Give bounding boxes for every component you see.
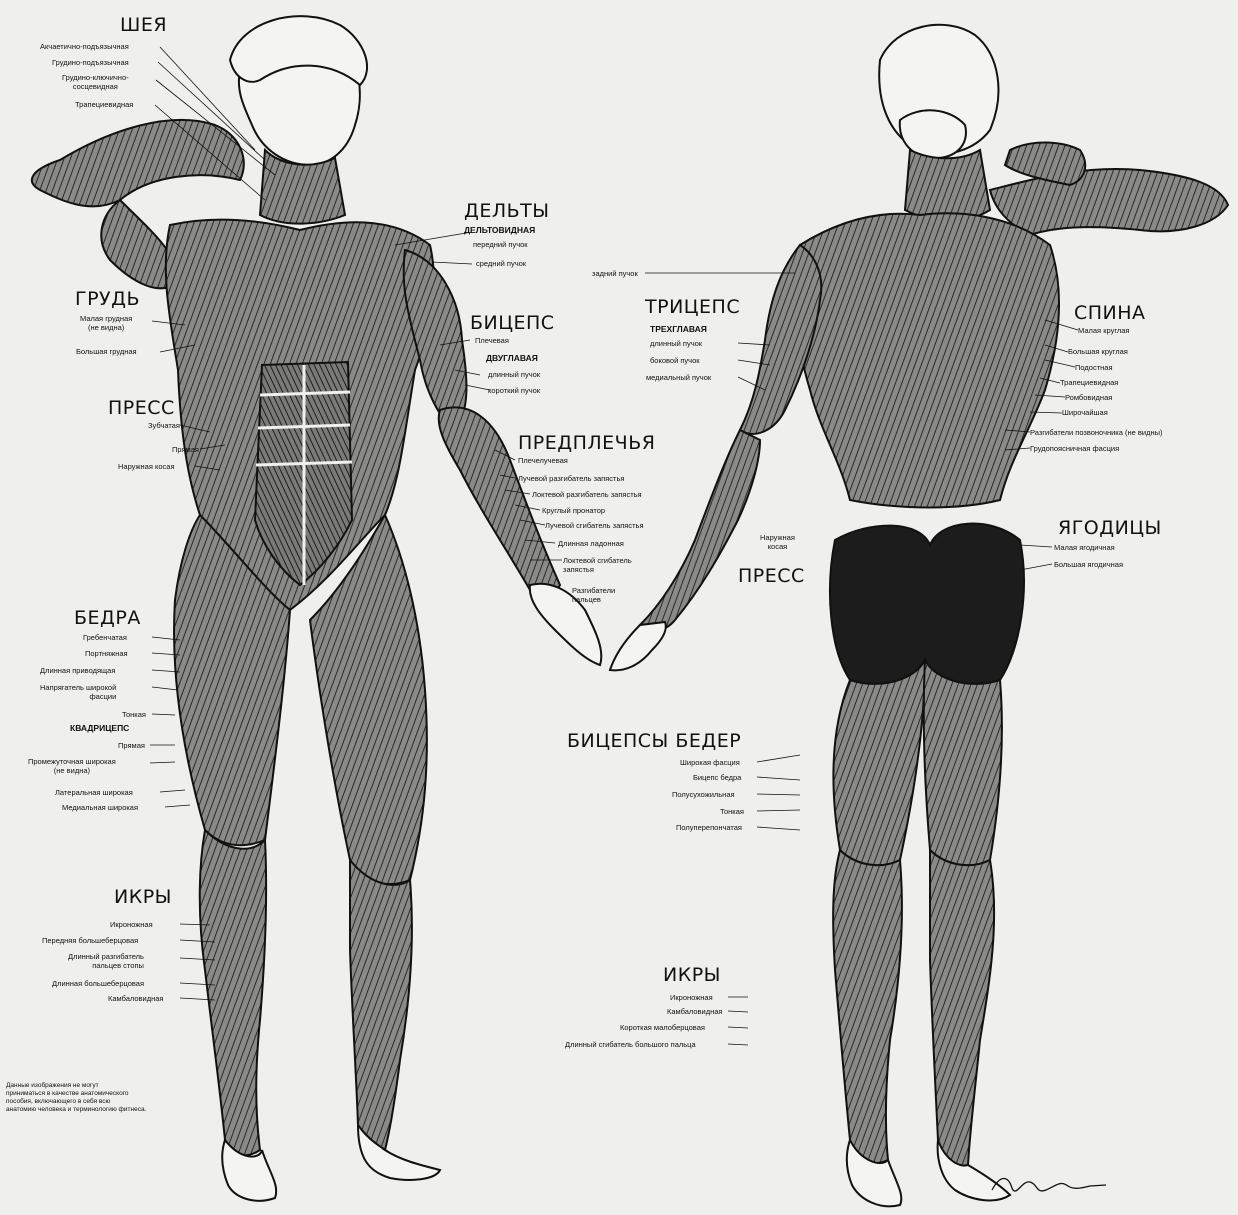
- back-raised-arm: [990, 169, 1228, 235]
- subheading-deltoid: ДЕЛЬТОВИДНАЯ: [464, 225, 535, 235]
- heading-forearms: ПРЕДПЛЕЧЬЯ: [518, 432, 655, 454]
- label-triceps-medial: медиальный пучок: [646, 373, 711, 382]
- back-raised-forearm: [1005, 143, 1085, 186]
- label-neck-1: Акчаетично-подъязычная: [40, 42, 129, 51]
- label-back-2: Большая круглая: [1068, 347, 1128, 356]
- label-abs-3: Наружная косая: [118, 462, 175, 471]
- label-back-4: Трапециевидная: [1060, 378, 1118, 387]
- label-calf-front-1: Икроножная: [110, 920, 153, 929]
- label-back-6: Широчайшая: [1062, 408, 1108, 417]
- heading-calves-front: ИКРЫ: [114, 886, 172, 908]
- heading-chest: ГРУДЬ: [75, 288, 140, 310]
- label-thigh-3: Длинная приводящая: [40, 666, 115, 675]
- subheading-quadriceps: КВАДРИЦЕПС: [70, 723, 129, 733]
- label-chest-2: Большая грудная: [76, 347, 137, 356]
- label-quad-2: Промежуточная широкая (не видна): [28, 757, 116, 775]
- label-glutes-1: Малая ягодичная: [1054, 543, 1115, 552]
- label-thigh-1: Гребенчатая: [83, 633, 127, 642]
- label-quad-3: Латеральная широкая: [55, 788, 133, 797]
- back-hand: [610, 622, 666, 670]
- label-calf-front-4: Длинная большеберцовая: [52, 979, 144, 988]
- disclaimer-note: Данные изображения не могут приниматься …: [6, 1082, 156, 1114]
- label-delt-front: передний пучок: [473, 240, 528, 249]
- label-back-3: Подостная: [1075, 363, 1113, 372]
- heading-back: СПИНА: [1074, 302, 1146, 324]
- label-ham-3: Полусухожильная: [672, 790, 735, 799]
- label-calf-front-2: Передняя большеберцовая: [42, 936, 138, 945]
- label-biceps-short: короткий пучок: [488, 386, 540, 395]
- heading-deltoids: ДЕЛЬТЫ: [464, 200, 550, 222]
- label-biceps-1: Плечевая: [475, 336, 509, 345]
- label-back-1: Малая круглая: [1078, 326, 1130, 335]
- subheading-triceps: ТРЕХГЛАВАЯ: [650, 324, 707, 334]
- label-fore-3: Локтевой разгибатель запястья: [532, 490, 642, 499]
- label-neck-4: Трапециевидная: [75, 100, 133, 109]
- label-fore-6: Длинная ладонная: [558, 539, 624, 548]
- label-delt-middle: средний пучок: [476, 259, 526, 268]
- label-back-7: Разгибатели позвоночника (не видны): [1030, 428, 1162, 437]
- artist-signature: [990, 1170, 1110, 1200]
- heading-glutes: ЯГОДИЦЫ: [1058, 517, 1162, 539]
- front-right-shin: [200, 830, 266, 1155]
- heading-thighs: БЕДРА: [74, 607, 141, 629]
- label-quad-4: Медиальная широкая: [62, 803, 138, 812]
- heading-triceps: ТРИЦЕПС: [645, 296, 740, 318]
- back-right-calf: [930, 850, 994, 1165]
- heading-abs-back: ПРЕСС: [738, 565, 805, 587]
- label-thigh-2: Портняжная: [85, 649, 128, 658]
- back-left-thigh: [833, 660, 925, 865]
- back-torso: [795, 213, 1059, 507]
- label-ham-5: Полуперепончатая: [676, 823, 742, 832]
- back-right-thigh: [924, 660, 1002, 865]
- label-abs-2: Прямая: [172, 445, 199, 454]
- label-triceps-lateral: боковой пучок: [650, 356, 700, 365]
- label-fore-7: Локтевой сгибатель запястья: [563, 556, 632, 574]
- label-calf-back-2: Камбаловидная: [667, 1007, 722, 1016]
- back-left-calf: [833, 850, 902, 1163]
- label-glutes-2: Большая ягодичная: [1054, 560, 1123, 569]
- label-triceps-long: длинный пучок: [650, 339, 702, 348]
- label-calf-front-3: Длинный разгибатель пальцев стопы: [68, 952, 144, 970]
- label-back-5: Ромбовидная: [1065, 393, 1112, 402]
- label-neck-2: Грудино-подъязычная: [52, 58, 129, 67]
- label-calf-front-5: Камбаловидная: [108, 994, 163, 1003]
- back-glutes: [830, 524, 1024, 684]
- label-calf-back-3: Короткая малоберцовая: [620, 1023, 705, 1032]
- label-fore-1: Плечелучевая: [518, 456, 568, 465]
- label-thigh-4: Напрягатель широкой фасции: [40, 683, 116, 701]
- label-ham-4: Тонкая: [720, 807, 744, 816]
- front-raised-arm: [32, 120, 244, 206]
- label-thigh-5: Тонкая: [122, 710, 146, 719]
- label-back-8: Грудопоясничная фасция: [1030, 444, 1119, 453]
- label-chest-1: Малая грудная (не видна): [80, 314, 132, 332]
- back-forearm: [640, 430, 760, 631]
- back-neck: [905, 150, 990, 221]
- label-fore-5: Лучевой сгибатель запястья: [545, 521, 644, 530]
- subheading-biceps: ДВУГЛАВАЯ: [486, 353, 538, 363]
- label-fore-4: Круглый пронатор: [542, 506, 605, 515]
- heading-biceps: БИЦЕПС: [470, 312, 555, 334]
- label-abs-back-1: Наружная косая: [760, 533, 795, 551]
- label-delt-rear: задний пучок: [592, 269, 638, 278]
- heading-hamstrings: БИЦЕПСЫ БЕДЕР: [567, 730, 741, 752]
- label-fore-2: Лучевой разгибатель запястья: [518, 474, 624, 483]
- label-ham-1: Широкая фасция: [680, 758, 740, 767]
- label-quad-1: Прямая: [118, 741, 145, 750]
- label-fore-8: Разгибатели пальцев: [572, 586, 615, 604]
- label-biceps-long: длинный пучок: [488, 370, 540, 379]
- label-calf-back-4: Длинный сгибатель большого пальца: [565, 1040, 696, 1049]
- label-ham-2: Бицепс бедра: [693, 773, 741, 782]
- heading-neck: ШЕЯ: [120, 14, 167, 36]
- label-calf-back-1: Икроножная: [670, 993, 713, 1002]
- label-abs-1: Зубчатая: [148, 421, 180, 430]
- label-neck-3: Грудино-ключично- сосцевидная: [62, 73, 129, 91]
- front-left-shin: [350, 860, 412, 1150]
- heading-calves-back: ИКРЫ: [663, 964, 721, 986]
- heading-abs-front: ПРЕСС: [108, 397, 175, 419]
